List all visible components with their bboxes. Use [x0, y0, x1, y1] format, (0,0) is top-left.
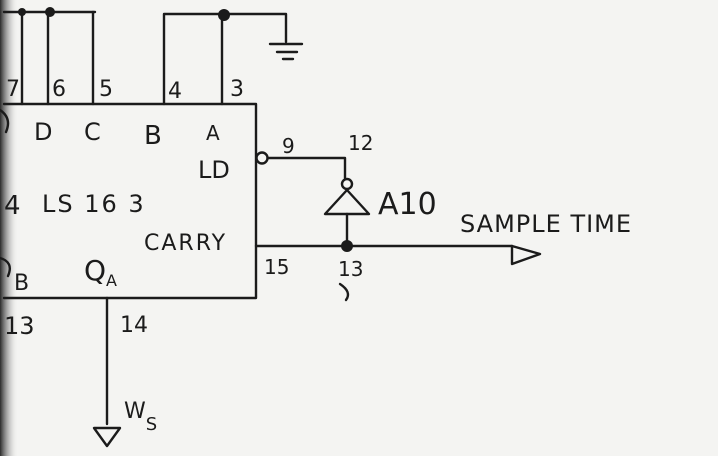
input-b-label: B [144, 121, 162, 151]
junction-dot [218, 9, 230, 21]
load-bubble-icon [255, 151, 269, 165]
load-feedback-wire [266, 156, 347, 180]
inverter-label: A10 [378, 187, 437, 222]
left-b-label: B [14, 271, 29, 296]
carry-label: CARRY [144, 231, 227, 256]
left-pin-stub [0, 108, 10, 134]
top-left-bus [2, 7, 97, 106]
sample-time-label: SAMPLE TIME [460, 210, 632, 238]
ground-bus [162, 9, 288, 106]
input-a-label: A [206, 121, 220, 145]
ws-signal-label: WS [124, 399, 157, 435]
pin-label-15: 15 [264, 255, 289, 279]
pin-label-14: 14 [120, 313, 148, 338]
scan-edge-shadow [0, 0, 18, 456]
pin-label-9: 9 [282, 134, 295, 158]
qa-label: QA [84, 254, 117, 290]
input-d-label: D [34, 118, 52, 146]
counter-chip-body [2, 102, 258, 300]
ws-arrow-icon [92, 426, 122, 448]
pin-label-13-bottom: 13 [4, 312, 35, 340]
junction-dot [341, 240, 353, 252]
sample-time-arrow-icon [510, 244, 542, 266]
chip-part-number: LS 16 3 [42, 190, 146, 218]
part-prefix-fragment: 4 [4, 191, 21, 221]
pin-label-6: 6 [52, 77, 66, 102]
junction-dot [18, 8, 26, 16]
input-c-label: C [84, 118, 101, 146]
junction-dot [45, 7, 55, 17]
pin-label-3: 3 [230, 77, 244, 102]
pin-label-5: 5 [99, 77, 113, 102]
pencil-mark [338, 282, 350, 302]
load-label: LD [198, 156, 230, 184]
pin-label-13: 13 [338, 257, 363, 281]
pin-label-12: 12 [348, 131, 373, 155]
left-pin-stub [0, 256, 11, 278]
pin-label-4: 4 [168, 79, 182, 104]
pin-label-7: 7 [6, 77, 20, 102]
ground-icon [268, 42, 304, 61]
inverter-gate-icon [323, 177, 371, 246]
